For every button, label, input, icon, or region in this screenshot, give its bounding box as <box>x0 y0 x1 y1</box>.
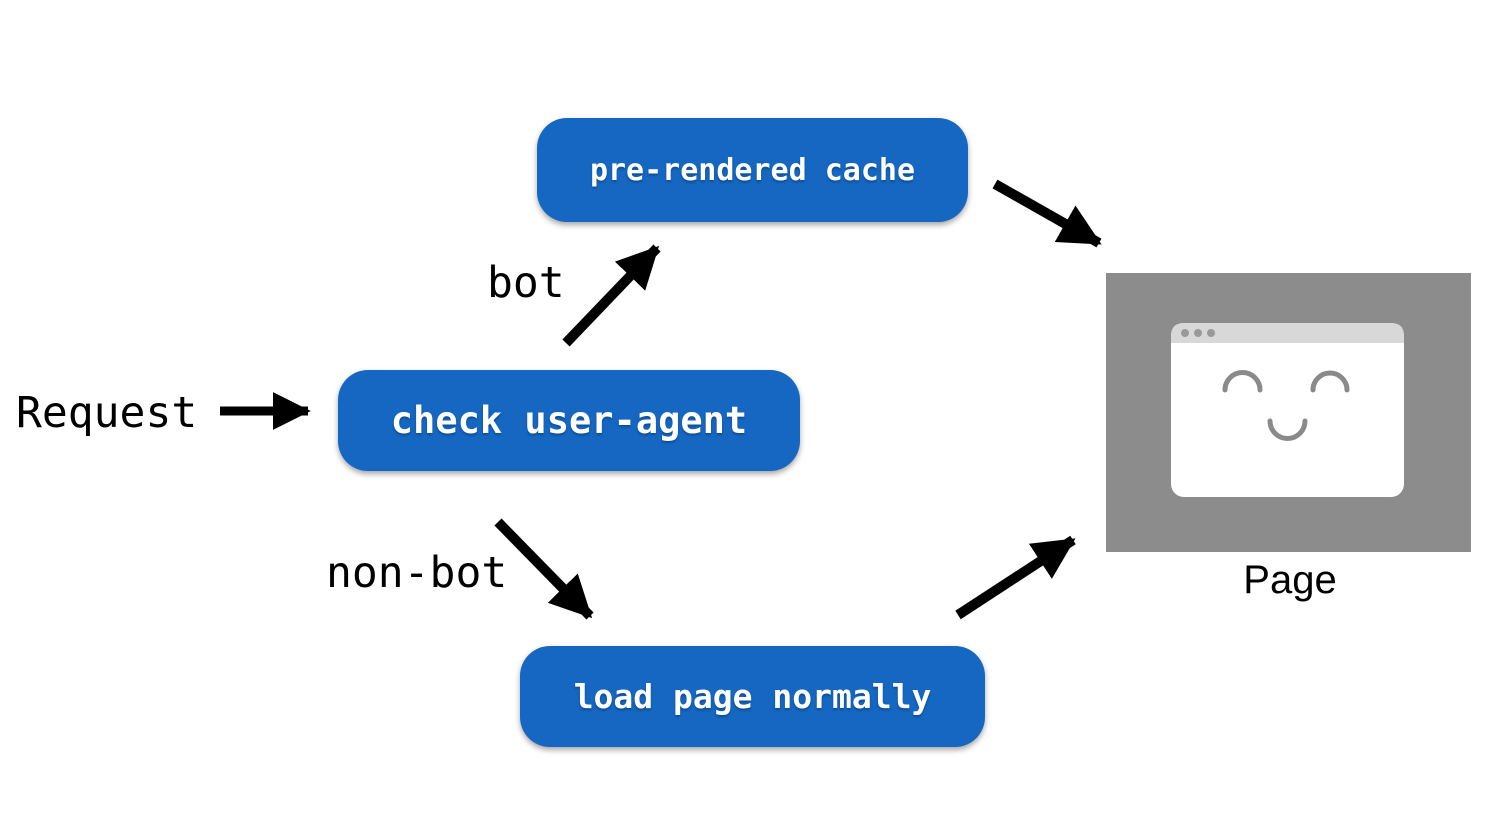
arrow-check-to-load <box>494 518 594 620</box>
page-result-box <box>1106 273 1471 552</box>
edge-label-bot: bot <box>487 258 565 308</box>
page-label: Page <box>1243 558 1337 602</box>
smiley-face-icon <box>1222 370 1350 441</box>
window-dots-icon <box>1181 329 1215 337</box>
edge-label-non-bot: non-bot <box>326 548 508 598</box>
node-pre-rendered-cache: pre-rendered cache <box>537 118 968 222</box>
node-check-user-agent: check user-agent <box>338 370 800 471</box>
node-check-user-agent-label: check user-agent <box>390 399 748 442</box>
arrow-check-to-cache <box>562 244 661 347</box>
node-load-page-normally-label: load page normally <box>573 677 932 716</box>
browser-window-icon <box>1171 323 1404 497</box>
node-load-page-normally: load page normally <box>520 646 985 747</box>
arrow-cache-to-page <box>992 179 1102 248</box>
node-pre-rendered-cache-label: pre-rendered cache <box>589 152 916 188</box>
request-label: Request <box>16 388 198 438</box>
arrow-load-to-page <box>955 535 1076 620</box>
